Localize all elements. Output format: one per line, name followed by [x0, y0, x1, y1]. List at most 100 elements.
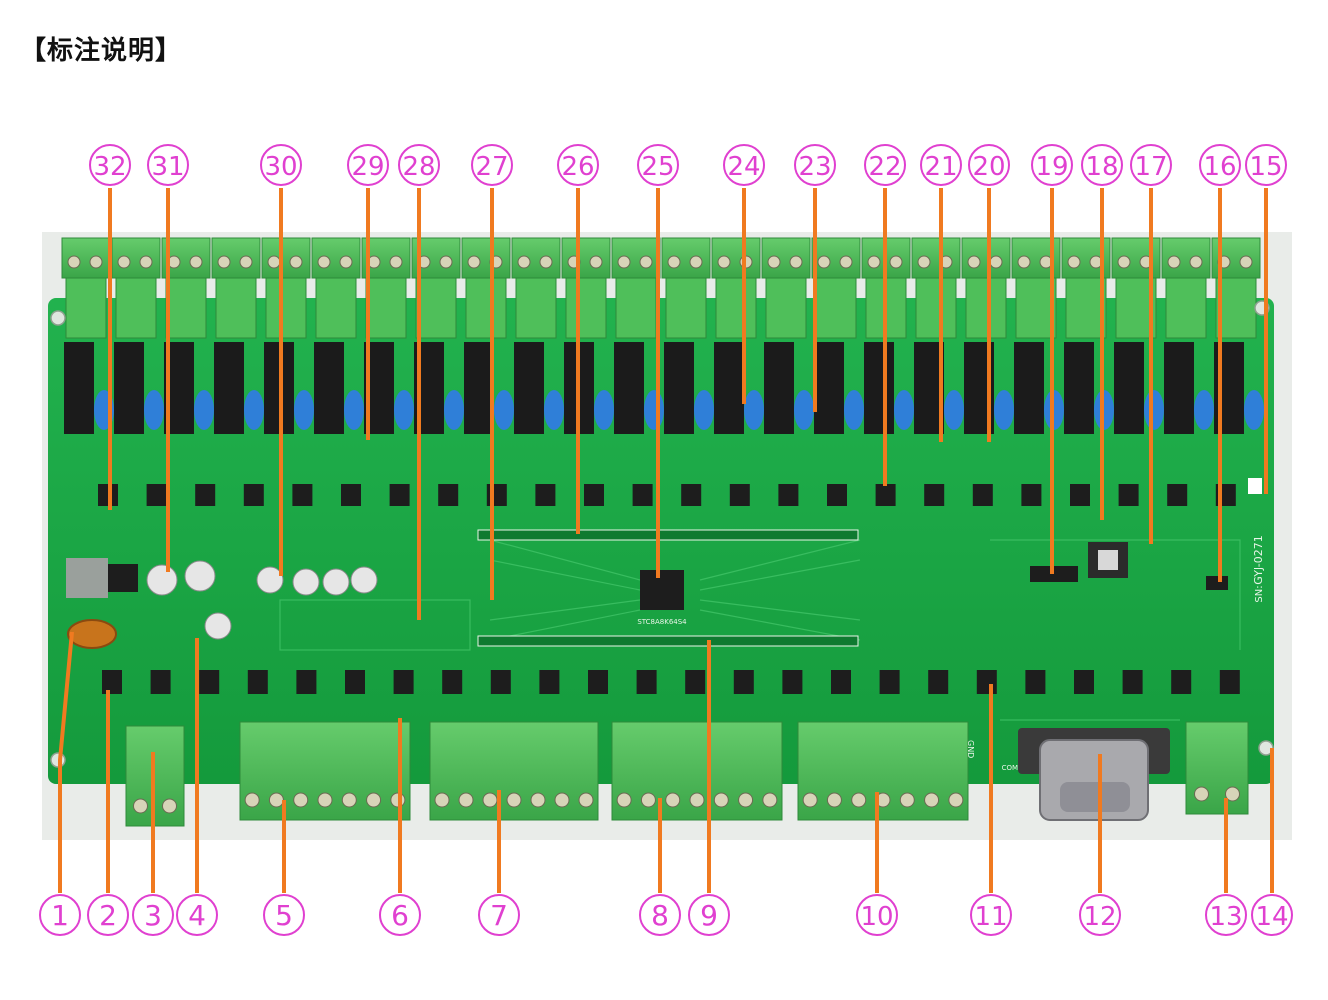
terminal-screw — [1117, 255, 1131, 269]
callout-circle — [688, 894, 730, 936]
top-terminal-body — [1065, 277, 1107, 339]
callout-circle — [864, 144, 906, 186]
terminal-screw — [967, 255, 981, 269]
optocoupler — [685, 670, 706, 694]
relay — [714, 342, 744, 434]
optocoupler — [928, 670, 949, 694]
terminal-screw — [366, 792, 382, 808]
callout-marker: 3 — [132, 894, 174, 936]
terminal-screw — [162, 798, 177, 814]
callout-number: 31 — [151, 152, 184, 182]
terminal-screw — [1017, 255, 1031, 269]
callout-circle — [260, 144, 302, 186]
optocoupler — [972, 484, 993, 506]
terminal-screw — [268, 792, 284, 808]
callout-number: 10 — [860, 902, 893, 932]
callout-number: 14 — [1255, 902, 1288, 932]
callout-circle — [471, 144, 513, 186]
relay — [514, 342, 544, 434]
callout-marker: 12 — [1079, 894, 1121, 936]
callout-number: 22 — [868, 152, 901, 182]
top-terminal-body — [115, 277, 157, 339]
varistor — [144, 390, 164, 430]
callout-marker: 25 — [637, 144, 679, 186]
optocoupler — [584, 484, 604, 506]
varistor — [744, 390, 764, 430]
callout-number: 12 — [1083, 902, 1116, 932]
callout-number: 17 — [1134, 152, 1167, 182]
callout-number: 3 — [144, 899, 162, 932]
top-terminal-body — [315, 277, 357, 339]
relay — [464, 342, 494, 434]
callout-marker: 26 — [557, 144, 599, 186]
callout-circle — [968, 144, 1010, 186]
callout-circle — [1081, 144, 1123, 186]
varistor — [394, 390, 414, 430]
lower-optocoupler-row — [102, 670, 1240, 694]
top-terminal-body — [715, 277, 757, 339]
callout-number: 5 — [275, 899, 293, 932]
bottom-terminal-blocks — [125, 721, 1249, 827]
varistor — [594, 390, 614, 430]
callout-number: 30 — [264, 152, 297, 182]
terminal-screw — [317, 255, 331, 269]
voltage-regulator — [66, 558, 108, 598]
callout-circle — [132, 894, 174, 936]
callout-number: 9 — [700, 899, 718, 932]
callout-circle — [970, 894, 1012, 936]
callout-number: 16 — [1203, 152, 1236, 182]
terminal-screw — [689, 792, 705, 808]
optocoupler — [875, 484, 896, 506]
board-id-label: GYJ-0271 — [1252, 535, 1265, 585]
terminal-screw — [1225, 786, 1240, 802]
top-terminal-body — [1015, 277, 1057, 339]
optocoupler — [389, 484, 410, 506]
varistor — [244, 390, 264, 430]
varistor — [444, 390, 464, 430]
terminal-screw — [717, 255, 731, 269]
callout-circle — [1251, 894, 1293, 936]
terminal-screw — [554, 792, 570, 808]
top-terminal-body — [1165, 277, 1207, 339]
optocoupler — [247, 670, 268, 694]
terminal-screw — [817, 255, 831, 269]
varistor — [794, 390, 814, 430]
optocoupler — [1074, 670, 1094, 694]
upper-optocoupler-row — [98, 484, 1236, 506]
optocoupler — [636, 670, 657, 694]
callout-marker: 14 — [1251, 894, 1293, 936]
optocoupler — [341, 484, 361, 506]
varistor — [844, 390, 864, 430]
optocoupler — [199, 670, 220, 694]
optocoupler — [1118, 484, 1139, 506]
terminal-screw — [851, 792, 867, 808]
callout-marker: 28 — [398, 144, 440, 186]
top-terminal-body — [965, 277, 1007, 339]
top-terminal-body — [815, 277, 857, 339]
callout-number: 28 — [402, 152, 435, 182]
terminal-screw — [589, 255, 603, 269]
terminal-screw — [530, 792, 546, 808]
optocoupler — [976, 670, 997, 694]
varistor — [994, 390, 1014, 430]
varistor — [544, 390, 564, 430]
varistor — [1194, 390, 1214, 430]
terminal-screw — [989, 255, 1003, 269]
optocoupler — [539, 670, 560, 694]
terminal-screw — [789, 255, 803, 269]
callout-number: 19 — [1035, 152, 1068, 182]
optocoupler — [1025, 670, 1046, 694]
relay — [664, 342, 694, 434]
callout-marker: 1 — [39, 894, 81, 936]
terminal-screw — [244, 792, 260, 808]
inductor-coil — [67, 619, 117, 649]
terminal-screw — [517, 255, 531, 269]
optocoupler — [729, 484, 750, 506]
callout-circle — [723, 144, 765, 186]
callout-circle — [263, 894, 305, 936]
varistor — [644, 390, 664, 430]
relay — [114, 342, 144, 434]
terminal-screw — [217, 255, 231, 269]
sn-label: SN: — [1254, 585, 1265, 602]
